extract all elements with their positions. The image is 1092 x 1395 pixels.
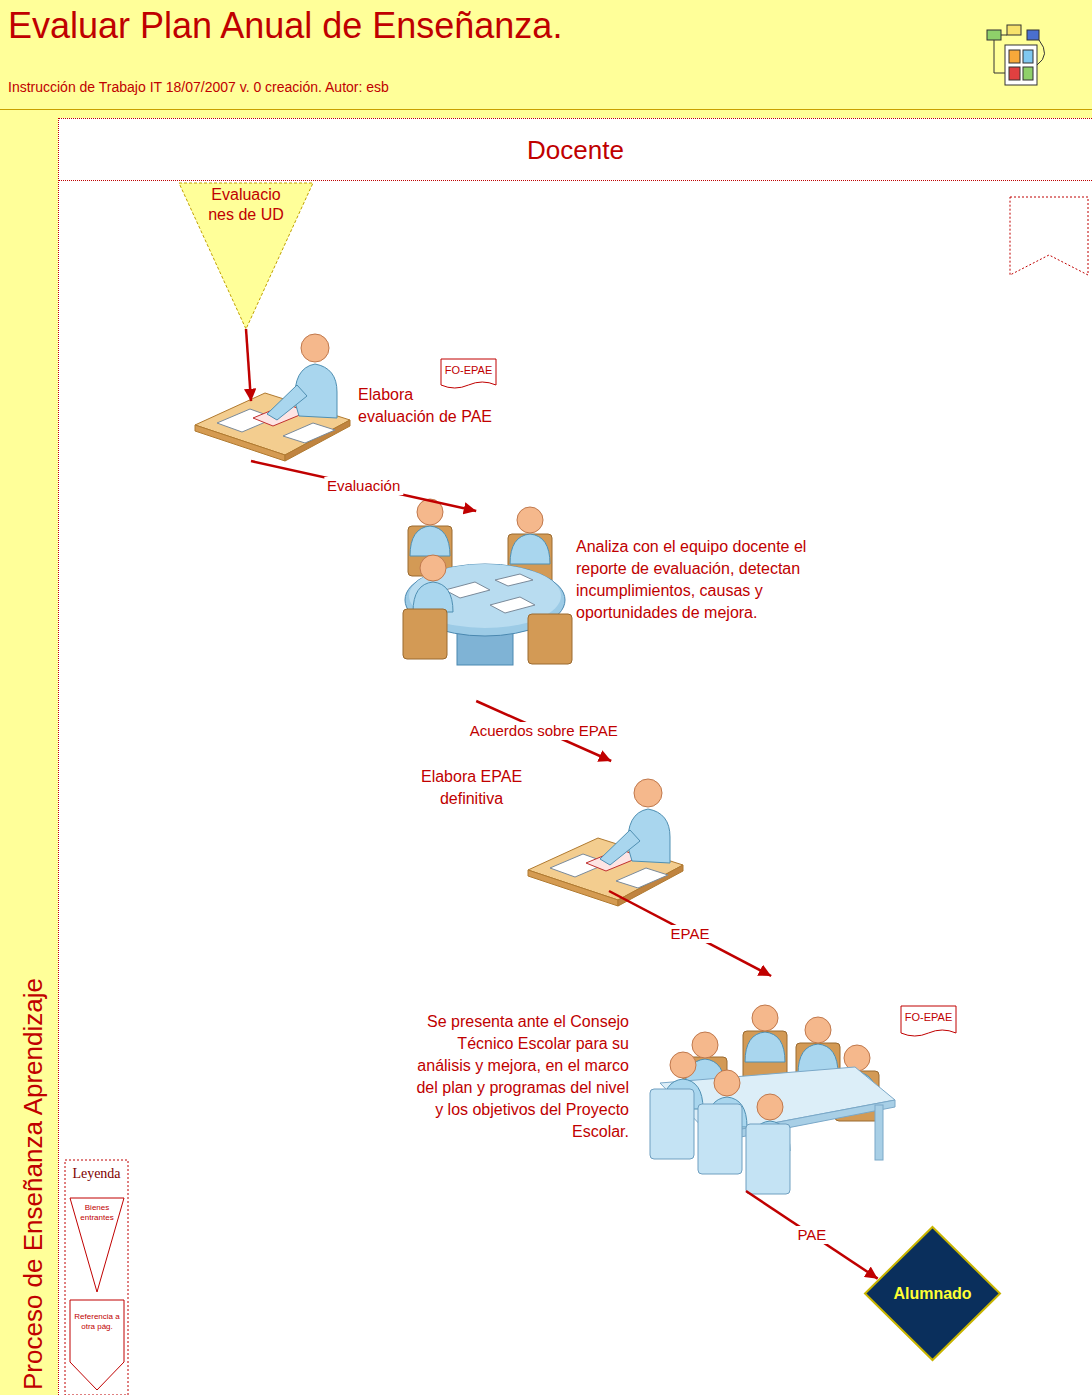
art-part [1023,50,1033,63]
node-text: Alumnado [864,1226,1001,1361]
activity-step: Analiza con el equipo docente el reporte… [386,511,871,701]
input-triangle: Evaluaciones de UD [179,183,313,329]
flow-arrow [251,461,476,511]
activity-step: Elabora EPAE definitiva [409,761,686,891]
art-part [746,1124,790,1194]
art-part [508,534,552,584]
actor-diamond: Alumnado [864,1226,1001,1361]
art-part [405,564,565,636]
text-spacer [458,384,543,404]
swimlane: DocenteEvaluaciones de UD Elabora evaluac… [58,118,1092,1395]
art-part [528,614,572,664]
header-icon [987,25,1045,85]
flow-arrow [246,329,251,401]
node-text: Se presenta ante el Consejo Técnico Esco… [414,1011,629,1143]
art-part [796,1043,840,1093]
art-part [750,1094,790,1151]
art-part [660,1067,895,1135]
art-part [745,1005,785,1062]
art-part [1007,25,1021,35]
process-pool: Proceso de Enseñanza AprendizajeDocenteE… [0,110,1092,1395]
art-part [994,35,1045,73]
activity-step: Elabora evaluación de PAE [251,331,541,461]
art-part [413,555,453,612]
flow-arrow [609,891,771,976]
art-part [403,609,447,659]
art-part [698,1104,742,1174]
legend-triangle [70,1198,124,1292]
art-part [510,507,550,564]
art-part [837,1045,877,1102]
header-band: Evaluar Plan Anual de Enseñanza. Instrucc… [0,0,1092,110]
flow-arrow [746,1191,878,1279]
triangle-shape [179,183,313,329]
document-path [901,1006,956,1036]
offpage-reference [1010,197,1088,275]
art-part [1023,67,1033,80]
art-part [743,1031,787,1081]
node-text: Evaluaciones de UD [207,185,285,225]
art-part [663,1052,703,1109]
desk-worker [528,779,683,906]
art-part [707,1070,747,1127]
art-part [408,526,452,576]
art-part [798,1017,838,1074]
diagram-title: Evaluar Plan Anual de Enseñanza. [8,4,562,48]
art-part [875,1105,883,1160]
document-shape: FO-EPAE [441,359,496,391]
activity-step: Se presenta ante el Consejo Técnico Esco… [371,976,956,1191]
art-part [710,1100,895,1143]
art-part [685,1032,725,1089]
node-text: Elabora evaluación de PAE [358,384,543,428]
art-part [683,1057,727,1107]
legend-pentagon [70,1300,124,1390]
art-part [1009,67,1020,80]
art-part [650,1089,694,1159]
node-text: Analiza con el equipo docente el reporte… [576,536,816,624]
art-part [410,499,450,556]
art-part [490,597,535,613]
diamond-shape [865,1227,1000,1360]
legend-box [65,1160,128,1395]
triangle-outline [179,183,313,329]
art-part [835,1071,879,1121]
art-part [1005,45,1037,85]
art-part [457,615,513,665]
diagram-caption: Instrucción de Trabajo IT 18/07/2007 v. … [8,78,389,96]
desk-worker [195,334,350,461]
document-path [441,359,496,388]
council-figure [650,1005,895,1194]
document-shape: FO-EPAE [901,1006,956,1039]
meeting-figure [403,499,572,665]
node-text: FO-EPAE [901,1011,956,1024]
flow-arrow [476,701,611,761]
art-part [445,582,490,598]
art-part [1009,50,1020,63]
node-text: FO-EPAE [441,364,496,377]
node-text: Docente [59,119,1092,181]
art-part [409,564,561,628]
art-part [1027,30,1039,40]
node-text: Proceso de Enseñanza Aprendizaje [16,978,50,1390]
art-part [987,30,1001,40]
node-text: Elabora EPAE definitiva [409,766,534,810]
art-part [495,574,533,586]
